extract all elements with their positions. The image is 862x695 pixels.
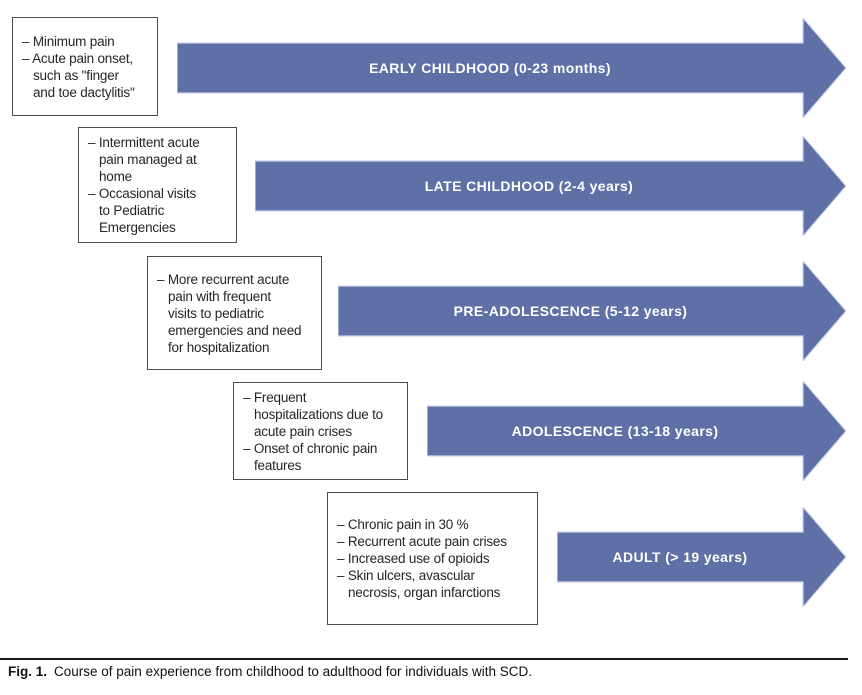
caption-divider bbox=[0, 658, 848, 660]
stage-arrow-label-early-childhood: EARLY CHILDHOOD (0-23 months) bbox=[369, 60, 611, 76]
stage-arrow-adolescence bbox=[427, 381, 846, 481]
stage-notes-box-early-childhood: – Minimum pain – Acute pain onset, such … bbox=[12, 17, 158, 116]
figure-caption-text: Course of pain experience from childhood… bbox=[54, 664, 533, 679]
right-arrow-icon bbox=[427, 381, 846, 481]
stage-arrow-late-childhood bbox=[255, 136, 846, 236]
note-line: visits to pediatric bbox=[168, 305, 264, 321]
note-line: – Onset of chronic pain bbox=[243, 440, 378, 456]
right-arrow-icon bbox=[557, 507, 846, 607]
stage-arrow-adult bbox=[557, 507, 846, 607]
note-line: – Frequent bbox=[243, 389, 307, 405]
right-arrow-icon bbox=[255, 136, 846, 236]
figure-caption-label: Fig. 1. bbox=[8, 664, 48, 679]
note-line: – More recurrent acute bbox=[157, 271, 290, 287]
note-line: – Intermittent acute bbox=[88, 135, 200, 150]
note-line: for hospitalization bbox=[168, 339, 270, 355]
stage-arrow-label-late-childhood: LATE CHILDHOOD (2-4 years) bbox=[424, 178, 634, 194]
note-line: – Acute pain onset, bbox=[22, 50, 134, 66]
note-line: pain managed at bbox=[99, 152, 197, 167]
stage-arrow-label-adult: ADULT (> 19 years) bbox=[612, 549, 748, 565]
note-line: and toe dactylitis" bbox=[33, 84, 135, 100]
note-line: hospitalizations due to bbox=[254, 406, 383, 422]
stage-notes-box-adult: – Chronic pain in 30 % – Recurrent acute… bbox=[327, 492, 538, 625]
right-arrow-icon bbox=[177, 18, 846, 118]
stage-arrow-label-pre-adolescence: PRE-ADOLESCENCE (5-12 years) bbox=[453, 303, 688, 319]
note-line: – Recurrent acute pain crises bbox=[337, 534, 507, 549]
note-line: Emergencies bbox=[99, 220, 176, 235]
stage-notes-box-adolescence: – Frequent hospitalizations due to acute… bbox=[233, 382, 408, 480]
note-line: necrosis, organ infarctions bbox=[348, 585, 501, 600]
note-line: – Increased use of opioids bbox=[337, 551, 490, 566]
stage-arrow-early-childhood bbox=[177, 18, 846, 118]
note-line: emergencies and need bbox=[168, 322, 302, 338]
note-line: such as "finger bbox=[33, 67, 119, 83]
note-line: – Occasional visits bbox=[88, 186, 196, 201]
note-line: home bbox=[99, 169, 132, 184]
right-arrow-icon bbox=[338, 261, 846, 361]
figure-caption: Fig. 1. Course of pain experience from ch… bbox=[8, 664, 532, 679]
note-line: acute pain crises bbox=[254, 423, 352, 439]
stage-arrow-label-adolescence: ADOLESCENCE (13-18 years) bbox=[511, 423, 719, 439]
stage-notes-box-late-childhood: – Intermittent acute pain managed at hom… bbox=[78, 127, 237, 243]
note-line: – Skin ulcers, avascular bbox=[337, 568, 475, 583]
note-line: – Minimum pain bbox=[22, 33, 115, 49]
note-line: pain with frequent bbox=[168, 288, 271, 304]
note-line: features bbox=[254, 457, 302, 473]
stage-notes-box-pre-adolescence: – More recurrent acute pain with frequen… bbox=[147, 256, 322, 370]
note-line: – Chronic pain in 30 % bbox=[337, 517, 469, 532]
stage-arrow-pre-adolescence bbox=[338, 261, 846, 361]
note-line: to Pediatric bbox=[99, 203, 165, 218]
